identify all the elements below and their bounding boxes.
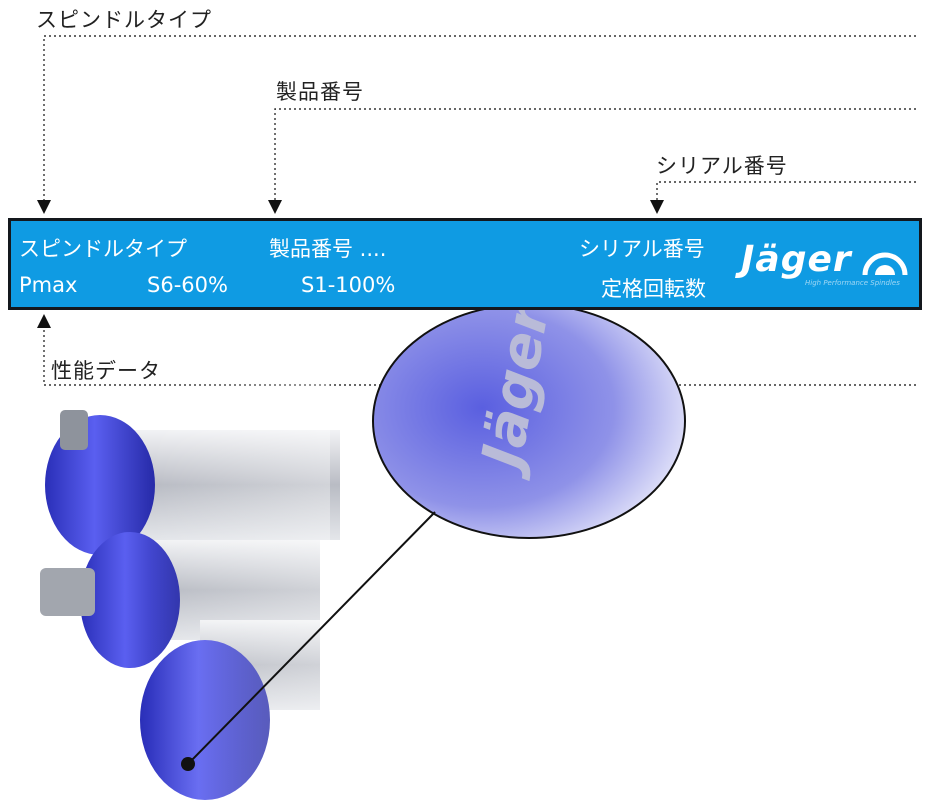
nameplate: スピンドルタイプ 製品番号 .... シリアル番号 Pmax S6-60% S1… <box>8 218 922 310</box>
spindle-illustration <box>40 380 340 800</box>
nameplate-spindle-type: スピンドルタイプ <box>19 237 187 261</box>
nameplate-product-number: 製品番号 .... <box>269 237 387 261</box>
magnifier-circle: Jäger <box>181 303 686 771</box>
jager-logo-icon <box>862 252 908 276</box>
arrow-down-icon <box>650 200 664 214</box>
label-performance-data: 性能データ <box>51 359 161 383</box>
label-spindle-type: スピンドルタイプ <box>36 8 212 32</box>
arrow-down-icon <box>37 200 51 214</box>
arrow-up-icon <box>37 314 51 328</box>
nameplate-serial-number: シリアル番号 <box>579 237 705 261</box>
nameplate-s1: S1-100% <box>301 273 396 297</box>
label-serial-number: シリアル番号 <box>656 154 788 178</box>
jager-logo-text: Jäger <box>741 239 852 280</box>
arrow-down-icon <box>268 200 282 214</box>
nameplate-pmax: Pmax <box>19 273 78 297</box>
nameplate-s6: S6-60% <box>147 273 228 297</box>
label-product-number: 製品番号 <box>276 80 364 104</box>
jager-logo-tagline: High Performance Spindles <box>805 279 900 287</box>
nameplate-rated-speed: 定格回転数 <box>601 277 706 301</box>
